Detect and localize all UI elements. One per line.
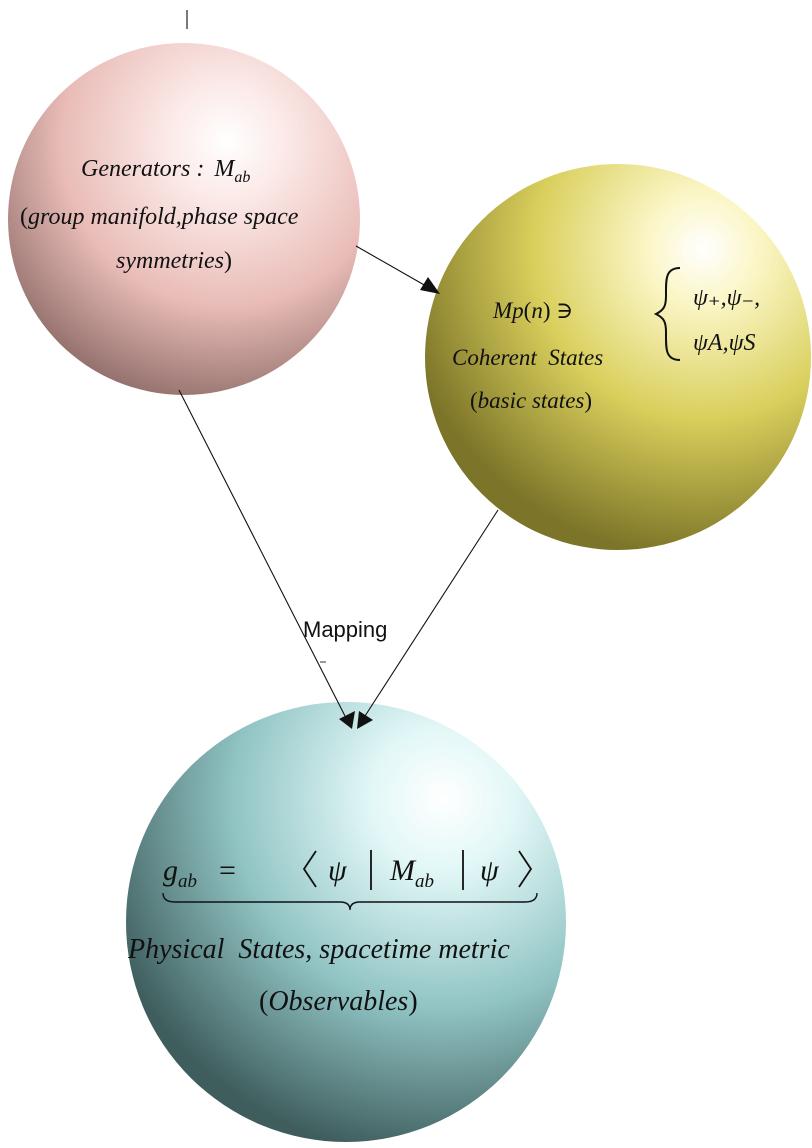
arrowhead-physical-right (357, 711, 373, 729)
physical-line3: (Observables) (259, 986, 418, 1017)
generators-line3: symmetries) (116, 248, 232, 274)
arrow-coherent-to-physical (364, 509, 499, 717)
arrowhead-physical-left (339, 711, 355, 729)
arrowhead-coherent (420, 277, 440, 294)
generators-line1: Generators :Mab (81, 156, 250, 186)
bra-left-angle (302, 850, 317, 888)
coherent-text: Mp(n) ∋ Coherent States (basic states) ψ… (452, 267, 760, 413)
arrow-generators-to-physical (178, 389, 346, 717)
generators-text: Generators :Mab (group manifold,phase sp… (20, 156, 299, 274)
physical-line2: Physical States, spacetime metric (127, 934, 510, 965)
coherent-line2: Coherent States (452, 345, 603, 370)
generators-line2: (group manifold,phase space (20, 204, 299, 230)
arrow-generators-to-coherent (355, 245, 427, 287)
coherent-line1: Mp(n) ∋ (492, 298, 573, 323)
mapping-label: Mapping (303, 617, 387, 642)
underbrace (162, 892, 538, 911)
ket-right-angle (518, 850, 533, 888)
generators-sphere (8, 43, 360, 395)
physical-sphere (126, 702, 566, 1142)
coherent-brace (653, 267, 681, 361)
coherent-states-row1: ψ₊,ψ₋, (693, 285, 760, 311)
coherent-states-row2: ψA,ψS (693, 330, 755, 356)
coherent-line3: (basic states) (470, 388, 592, 413)
coherent-sphere (425, 164, 811, 550)
